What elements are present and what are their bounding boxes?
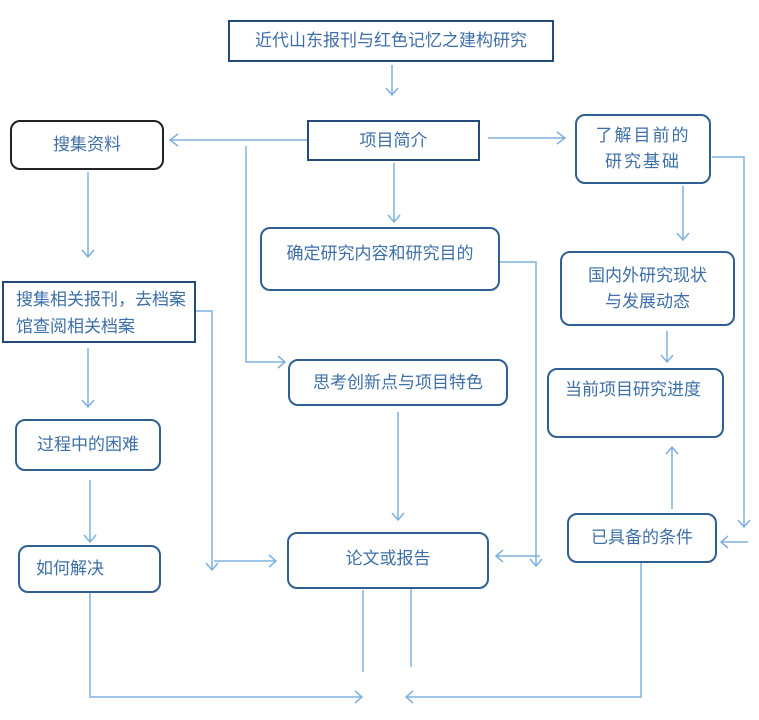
node-difficulty: 过程中的困难 [15,419,161,471]
node-collect-related: 搜集相关报刊，去档案馆查阅相关档案 [2,281,196,343]
node-progress: 当前项目研究进度 [547,368,724,438]
node-conditions: 已具备的条件 [567,513,717,563]
node-understand: 了解目前的研究基础 [575,114,711,184]
node-paper: 论文或报告 [287,532,489,589]
node-determine: 确定研究内容和研究目的 [260,227,500,291]
node-solve: 如何解决 [18,545,161,593]
node-innovation: 思考创新点与项目特色 [288,359,508,406]
node-title: 近代山东报刊与红色记忆之建构研究 [228,20,554,62]
node-intro: 项目简介 [307,120,480,161]
node-domestic: 国内外研究现状与发展动态 [560,251,735,326]
node-collect: 搜集资料 [10,120,164,170]
